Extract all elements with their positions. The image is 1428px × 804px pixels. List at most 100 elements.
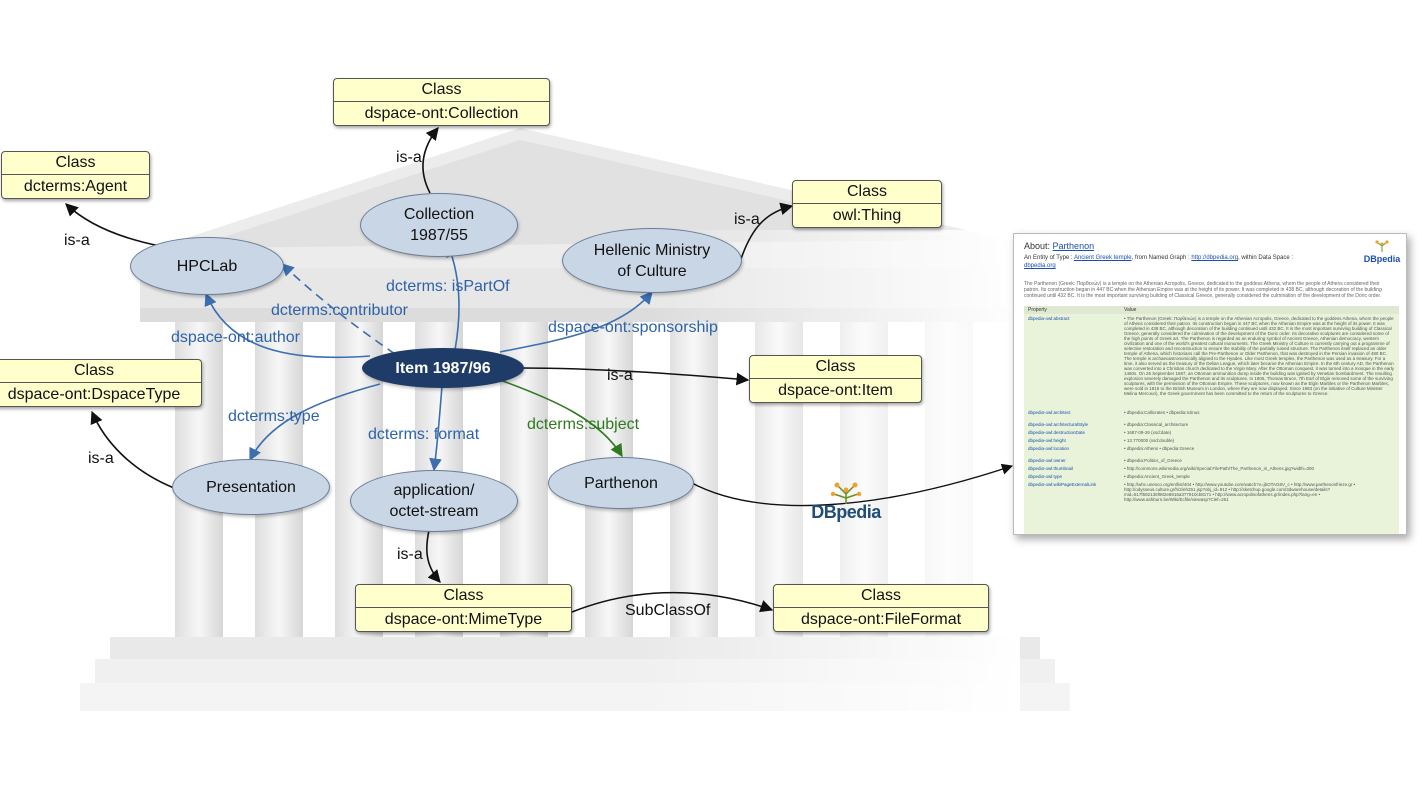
panel-logo-text: DBpedia bbox=[1363, 254, 1401, 264]
class-name: dspace-ont:MimeType bbox=[384, 611, 543, 628]
panel-abstract: The Parthenon (Greek: Παρθενών) is a tem… bbox=[1024, 281, 1382, 299]
table-row: dbpedia-owl:abstract • The Parthenon (Gre… bbox=[1024, 316, 1399, 408]
table-row: dbpedia-owl:architect • dbpedia:Callicrat… bbox=[1024, 410, 1399, 420]
class-header: Class bbox=[774, 585, 988, 608]
panel-logo: DBpedia bbox=[1362, 240, 1402, 266]
row-value: • http://commons.wikimedia.org/wiki/Spec… bbox=[1124, 466, 1315, 471]
class-header: Class bbox=[334, 79, 549, 102]
row-value: • dbpedia:Ancient_Greek_temple bbox=[1124, 474, 1190, 479]
table-row: dbpedia-owl:destructionDate • 1687-09-26 … bbox=[1024, 430, 1399, 437]
class-name: dspace-ont:DspaceType bbox=[7, 386, 181, 403]
edge-subject bbox=[499, 379, 623, 458]
label-subclassof: SubClassOf bbox=[625, 602, 711, 619]
label-is-a-agent: is-a bbox=[64, 232, 90, 249]
table-row: dbpedia-owl:height • 13.770000 (xsd:doubl… bbox=[1024, 438, 1399, 445]
panel-entity-type[interactable]: Ancient Greek temple bbox=[1073, 255, 1132, 261]
label-is-a-dspacetype: is-a bbox=[88, 450, 114, 467]
row-property[interactable]: dbpedia-owl:height bbox=[1028, 438, 1066, 443]
edge-is-a-thing bbox=[739, 202, 794, 263]
row-property[interactable]: dbpedia-owl:abstract bbox=[1028, 316, 1070, 321]
panel-about-link[interactable]: Parthenon bbox=[1052, 241, 1095, 251]
edge-is-a-item bbox=[521, 367, 750, 386]
col-property: Property bbox=[1028, 307, 1047, 313]
row-property[interactable]: dbpedia-owl:destructionDate bbox=[1028, 430, 1086, 435]
panel-logo-icon bbox=[1375, 240, 1389, 252]
class-header: Class bbox=[356, 585, 571, 608]
dbpedia-logo: DBpedia bbox=[806, 480, 886, 526]
table-row: dbpedia-owl:thumbnail • http://commons.wi… bbox=[1024, 466, 1399, 473]
row-value: • 1687-09-26 (xsd:date) bbox=[1124, 430, 1172, 435]
table-row: dbpedia-owl:type • dbpedia:Ancient_Greek_… bbox=[1024, 474, 1399, 481]
dbpedia-page-panel: About: Parthenon An Entity of Type : Anc… bbox=[1013, 233, 1407, 535]
row-value: • The Parthenon (Greek: Παρθενών) is a t… bbox=[1124, 316, 1394, 396]
row-value: • http://whc.unesco.org/en/list/404 • ht… bbox=[1124, 482, 1356, 502]
edge-contributor bbox=[281, 263, 396, 355]
edge-sponsorship bbox=[499, 291, 653, 353]
row-property[interactable]: dbpedia-owl:architecturalStyle bbox=[1028, 422, 1089, 427]
class-name: dspace-ont:Item bbox=[778, 382, 893, 399]
label-format: dcterms: format bbox=[368, 426, 480, 443]
label-is-a-mimetype: is-a bbox=[397, 546, 423, 563]
table-row: dbpedia-owl:wikiPageExternalLink • http:/… bbox=[1024, 482, 1399, 532]
edge-is-a-dspacetype bbox=[90, 410, 175, 489]
class-name: owl:Thing bbox=[832, 207, 902, 224]
node-mime: application/ octet-stream bbox=[350, 470, 518, 532]
label-subject: dcterms:subject bbox=[527, 416, 640, 433]
dbpedia-logo-text: DBpedia bbox=[811, 502, 881, 522]
node-presentation: Presentation bbox=[172, 459, 330, 515]
panel-entity-prefix: An Entity of Type : bbox=[1024, 255, 1073, 261]
class-name: dspace-ont:Collection bbox=[364, 105, 519, 122]
panel-about: About: Parthenon bbox=[1024, 241, 1094, 251]
dbpedia-logo-icon bbox=[830, 482, 862, 504]
panel-graph-link[interactable]: http://dbpedia.org bbox=[1191, 255, 1239, 261]
panel-about-prefix: About: bbox=[1024, 241, 1051, 251]
panel-entity-suffix: , within Data Space : bbox=[1238, 255, 1294, 261]
node-item: Item 1987/96 bbox=[362, 348, 524, 388]
label-author: dspace-ont:author bbox=[171, 329, 300, 346]
class-box-thing: Class owl:Thing bbox=[792, 180, 942, 228]
class-header: Class bbox=[2, 152, 149, 175]
edge-format bbox=[429, 385, 443, 472]
row-property[interactable]: dbpedia-owl:owner bbox=[1028, 458, 1066, 463]
label-contributor: dcterms:contributor bbox=[271, 302, 408, 319]
panel-entity-mid: , from Named Graph : bbox=[1131, 255, 1190, 261]
class-box-mimetype: Class dspace-ont:MimeType bbox=[355, 584, 572, 632]
label-is-a-item: is-a bbox=[607, 367, 633, 384]
edge-is-a-collection bbox=[422, 127, 439, 194]
label-type: dcterms:type bbox=[228, 408, 320, 425]
row-property[interactable]: dbpedia-owl:thumbnail bbox=[1028, 466, 1074, 471]
node-hpclab: HPCLab bbox=[130, 237, 284, 295]
panel-space-link[interactable]: dbpedia.org bbox=[1024, 263, 1056, 269]
col-value: Value bbox=[1124, 307, 1137, 313]
edge-subclassof bbox=[571, 591, 774, 613]
row-value: • dbpedia:Classical_architecture bbox=[1124, 422, 1189, 427]
class-box-collection: Class dspace-ont:Collection bbox=[333, 78, 550, 126]
edge-parthenon-dbpedia bbox=[689, 463, 1014, 507]
row-property[interactable]: dbpedia-owl:wikiPageExternalLink bbox=[1028, 482, 1097, 487]
row-property[interactable]: dbpedia-owl:architect bbox=[1028, 410, 1071, 415]
class-name: dcterms:Agent bbox=[23, 178, 128, 195]
label-is-a-collection: is-a bbox=[396, 149, 422, 166]
row-property[interactable]: dbpedia-owl:location bbox=[1028, 446, 1070, 451]
panel-table-header: Property Value bbox=[1024, 306, 1399, 314]
edge-is-a-agent bbox=[65, 203, 161, 247]
row-value: • 13.770000 (xsd:double) bbox=[1124, 438, 1175, 443]
class-header: Class bbox=[0, 360, 201, 383]
label-sponsorship: dspace-ont:sponsorship bbox=[548, 319, 718, 336]
class-header: Class bbox=[793, 181, 941, 204]
table-row: dbpedia-owl:architecturalStyle • dbpedia:… bbox=[1024, 422, 1399, 429]
label-ispartof: dcterms: isPartOf bbox=[386, 278, 510, 295]
row-property[interactable]: dbpedia-owl:type bbox=[1028, 474, 1063, 479]
edge-author bbox=[204, 292, 371, 359]
node-parthenon: Parthenon bbox=[548, 457, 694, 509]
row-value: • dbpedia:Politics_of_Greece bbox=[1124, 458, 1182, 463]
label-is-a-thing: is-a bbox=[734, 211, 760, 228]
class-box-item: Class dspace-ont:Item bbox=[749, 355, 922, 403]
panel-property-table: Property Value dbpedia-owl:abstract • The… bbox=[1024, 306, 1399, 534]
class-box-agent: Class dcterms:Agent bbox=[1, 151, 150, 199]
class-box-dspacetype: Class dspace-ont:DspaceType bbox=[0, 359, 202, 407]
class-header: Class bbox=[750, 356, 921, 379]
row-value: • dbpedia:Callicrates • dbpedia:Ictinus bbox=[1124, 410, 1200, 415]
node-collection: Collection 1987/55 bbox=[360, 193, 518, 257]
